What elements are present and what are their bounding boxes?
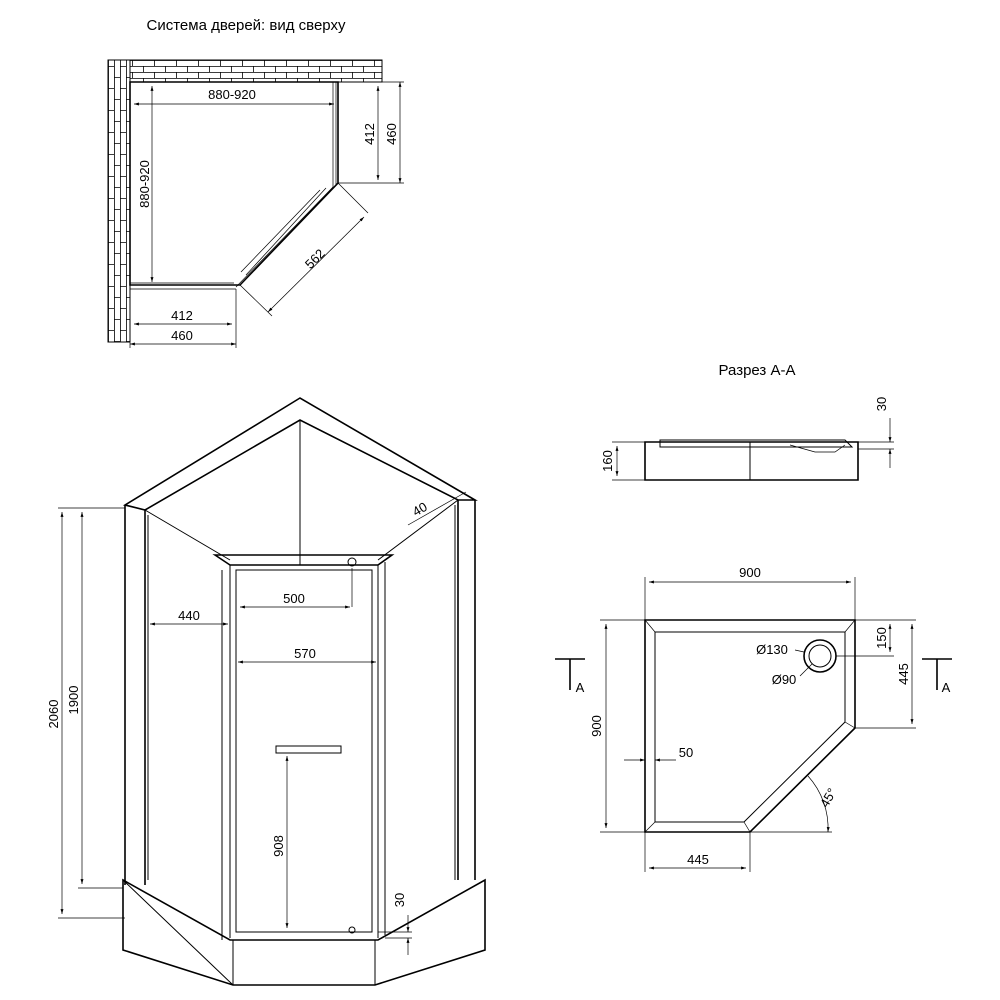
drain-outer-leader	[794, 649, 805, 653]
dim-side-bottom: 445	[687, 852, 709, 867]
door-handle	[275, 745, 342, 754]
dim-bottom-inner: 412	[171, 308, 193, 323]
wall-left-brick	[107, 59, 131, 343]
tray-front	[122, 878, 486, 986]
tray-section-outline	[644, 441, 859, 481]
dim-drain-offset: 150	[874, 627, 889, 649]
tray-rim-corners	[644, 619, 856, 833]
top-view-title: Система дверей: вид сверху	[147, 17, 346, 34]
section-title: Разрез A-A	[719, 362, 796, 379]
dim-frame-width: 40	[410, 499, 430, 519]
dim-total-height: 2060	[46, 700, 61, 729]
side-panel-left	[147, 515, 231, 940]
dim-right-inner: 412	[362, 123, 377, 145]
dim-door-width: 570	[294, 646, 316, 661]
dim-bottom-outer: 460	[171, 328, 193, 343]
section-mark-left-line	[555, 658, 585, 690]
dim-tray-depth: 900	[589, 715, 604, 737]
ext-diag-bottom	[239, 284, 273, 317]
wall-top-brick	[107, 59, 383, 83]
tray-section-rim	[645, 439, 858, 448]
glass-profile-bottom	[130, 282, 236, 290]
section-mark-right-line	[922, 658, 952, 690]
bottom-hinge	[348, 926, 356, 934]
dim-side-panel: 440	[178, 608, 200, 623]
dim-right-outer: 460	[384, 123, 399, 145]
dim-glass-height: 1900	[66, 686, 81, 715]
dim-bottom-gap: 30	[392, 893, 407, 907]
enclosure-outline	[129, 81, 339, 286]
dim-rim: 30	[874, 397, 889, 411]
drain-inner-label: Ø90	[772, 672, 797, 687]
post-right	[457, 500, 476, 880]
drain-outer-label: Ø130	[756, 642, 788, 657]
tray-plan: Ø130 Ø90 900 900 150 445 50 445	[555, 565, 952, 872]
dim-depth: 880-920	[137, 160, 152, 208]
dim-handle-height: 908	[271, 835, 286, 857]
dim-diagonal-line	[267, 216, 365, 313]
section-view: 160 30	[600, 397, 894, 481]
tray-outline	[644, 619, 856, 833]
top-view: 880-920 880-920 412 460 562 412 460	[107, 59, 404, 348]
front-view: 2060 1900 40 500 440 570 908 30	[46, 397, 486, 986]
tray-section-drain	[789, 444, 846, 453]
tray-inner-rim	[654, 631, 846, 823]
inner-top-left	[144, 499, 459, 561]
angle-arc	[807, 775, 830, 833]
dim-edge: 50	[679, 745, 693, 760]
door-header	[212, 554, 395, 566]
drain-inner	[808, 644, 832, 668]
door-panel	[235, 569, 373, 933]
side-panel-right	[377, 505, 456, 938]
section-mark-left: A	[576, 680, 585, 695]
dim-frame-line	[407, 491, 467, 526]
section-mark-right: A	[942, 680, 951, 695]
dim-width: 880-920	[208, 87, 256, 102]
ext-diag-top	[337, 182, 369, 214]
drain-inner-leader	[799, 663, 813, 677]
dim-tray-height: 160	[600, 450, 615, 472]
tray-top-edge	[122, 879, 376, 986]
dim-angle: 45°	[817, 785, 840, 810]
post-left	[124, 505, 146, 885]
dim-diagonal: 562	[302, 246, 328, 272]
top-hinge	[347, 557, 357, 567]
dim-tray-width: 900	[739, 565, 761, 580]
dim-door-inner: 500	[283, 591, 305, 606]
dim-side-right: 445	[896, 663, 911, 685]
